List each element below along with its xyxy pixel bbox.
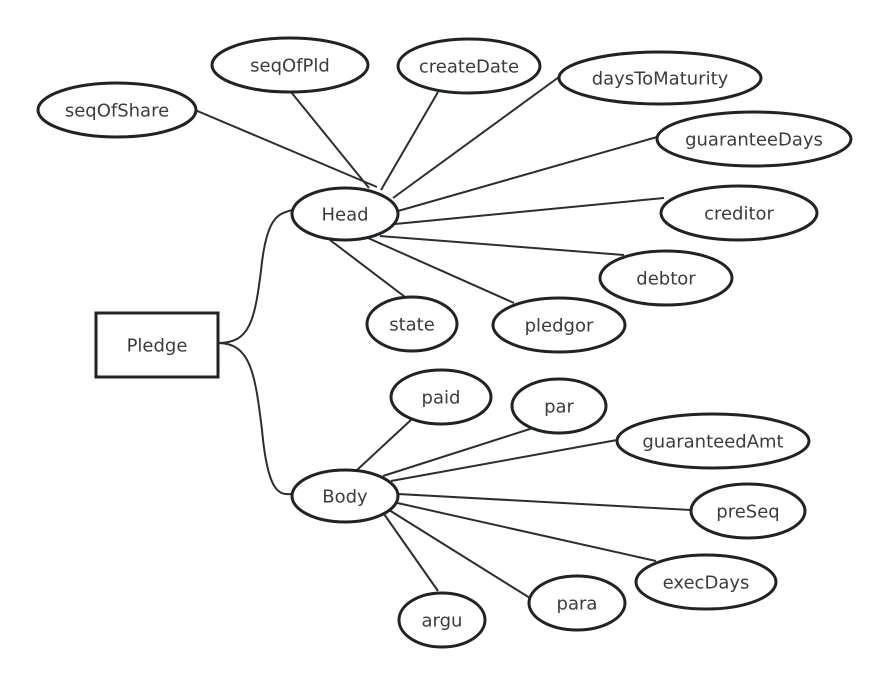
edge-head-creditor <box>394 197 665 225</box>
edge-head-state <box>329 239 406 298</box>
node-shape <box>396 37 542 95</box>
node-shape <box>397 591 487 649</box>
node-label: preSeq <box>716 502 779 523</box>
node-label: paid <box>422 388 461 409</box>
edge-body-preSeq <box>397 493 692 511</box>
node-label: createDate <box>419 57 519 78</box>
edge-head-guaranteeDays <box>397 136 658 212</box>
nodes: Pledge Head seqOfShare seqOfPld createDate da… <box>36 36 853 649</box>
edge-head-pledgor <box>367 237 515 304</box>
node-label: guaranteedAmt <box>642 432 783 453</box>
node-shape <box>655 110 853 168</box>
node-shape <box>94 311 220 379</box>
node-shape <box>598 249 734 307</box>
node-shape <box>615 412 811 470</box>
node-daysToMaturity[interactable]: daysToMaturity <box>557 50 763 106</box>
node-label: seqOfPld <box>250 56 330 77</box>
node-shape <box>557 50 763 106</box>
edge-body-execDays <box>392 501 657 562</box>
node-label: Pledge <box>127 336 188 357</box>
node-pledge[interactable]: Pledge <box>94 311 220 379</box>
node-shape <box>634 553 778 611</box>
edge-head-createDate <box>380 91 439 191</box>
node-label: par <box>544 397 574 418</box>
node-head[interactable]: Head <box>290 186 400 242</box>
node-label: pledgor <box>525 316 594 337</box>
node-label: creditor <box>704 204 774 225</box>
node-createDate[interactable]: createDate <box>396 37 542 95</box>
node-label: execDays <box>663 573 750 594</box>
node-seqOfShare[interactable]: seqOfShare <box>36 81 198 139</box>
node-execDays[interactable]: execDays <box>634 553 778 611</box>
node-shape <box>210 36 370 94</box>
node-shape <box>659 184 819 242</box>
edge-head-seqOfShare <box>194 109 378 188</box>
node-shape <box>36 81 198 139</box>
node-guaranteeDays[interactable]: guaranteeDays <box>655 110 853 168</box>
node-label: daysToMaturity <box>592 69 729 90</box>
node-preSeq[interactable]: preSeq <box>689 482 807 540</box>
edge-pledge-head <box>217 209 293 344</box>
edge-body-argu <box>383 513 439 592</box>
edges <box>194 76 692 599</box>
node-shape <box>510 377 608 435</box>
node-pledgor[interactable]: pledgor <box>491 296 627 354</box>
node-shape <box>290 186 400 242</box>
node-par[interactable]: par <box>510 377 608 435</box>
edge-head-daysToMaturity <box>392 76 560 199</box>
edge-pledge-body <box>217 342 293 496</box>
node-debtor[interactable]: debtor <box>598 249 734 307</box>
node-label: argu <box>422 611 463 632</box>
node-shape <box>389 368 493 426</box>
node-body[interactable]: Body <box>290 468 400 524</box>
node-creditor[interactable]: creditor <box>659 184 819 242</box>
node-shape <box>527 574 627 632</box>
node-label: guaranteeDays <box>685 130 823 151</box>
node-label: para <box>557 594 598 615</box>
node-label: state <box>389 315 435 336</box>
node-seqOfPld[interactable]: seqOfPld <box>210 36 370 94</box>
node-paid[interactable]: paid <box>389 368 493 426</box>
node-para[interactable]: para <box>527 574 627 632</box>
node-label: debtor <box>636 269 696 290</box>
node-state[interactable]: state <box>365 295 459 353</box>
edge-head-seqOfPld <box>290 91 370 189</box>
node-argu[interactable]: argu <box>397 591 487 649</box>
edge-body-paid <box>356 418 413 471</box>
node-shape <box>491 296 627 354</box>
node-label: Head <box>321 205 368 226</box>
node-label: seqOfShare <box>65 101 169 122</box>
edge-body-para <box>388 509 531 599</box>
node-guaranteedAmt[interactable]: guaranteedAmt <box>615 412 811 470</box>
node-shape <box>689 482 807 540</box>
node-shape <box>365 295 459 353</box>
edge-body-par <box>382 427 534 477</box>
node-label: Body <box>322 487 368 508</box>
edge-head-debtor <box>379 235 625 256</box>
edge-body-guaranteedAmt <box>390 439 618 482</box>
node-shape <box>290 468 400 524</box>
